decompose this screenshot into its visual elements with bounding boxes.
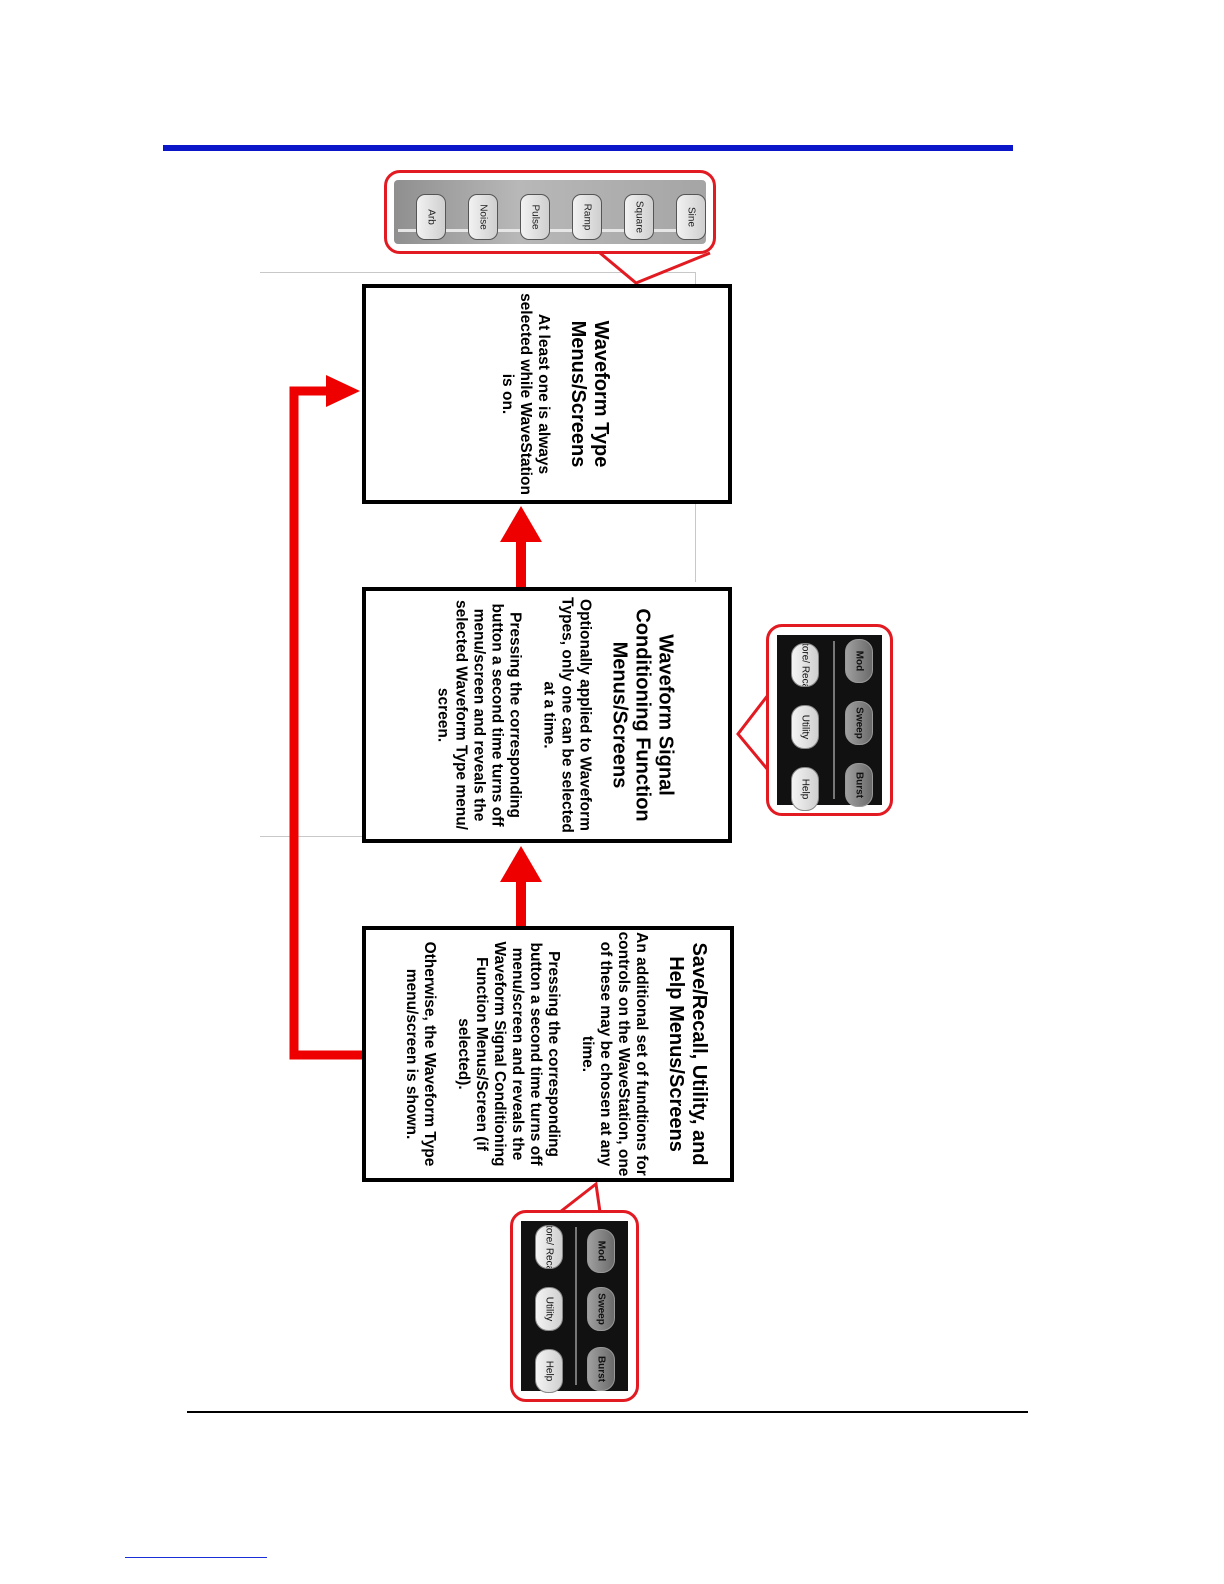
guide-line-bottom xyxy=(260,836,362,837)
sweep-button-2[interactable]: Sweep xyxy=(587,1287,615,1331)
sweep-button[interactable]: Sweep xyxy=(845,701,873,745)
burst-button-2[interactable]: Burst xyxy=(587,1347,615,1391)
arrow-head-lower xyxy=(500,846,542,882)
guide-line-top xyxy=(260,272,696,273)
waveform-button-ramp[interactable]: Ramp xyxy=(572,194,602,240)
save-panel-divider xyxy=(575,1227,577,1385)
footer-rule xyxy=(187,1411,1028,1413)
store-recall-button[interactable]: Store/ Recall xyxy=(791,643,819,687)
waveform-button-noise-label: Noise xyxy=(477,204,489,230)
utility-button-2[interactable]: Utility xyxy=(535,1287,563,1331)
sweep-button-2-label: Sweep xyxy=(595,1293,607,1325)
callout-tail-function xyxy=(736,694,770,771)
waveform-button-arb-label: Arb xyxy=(425,209,437,225)
box-waveform-type: Waveform Type Menus/Screens At least one… xyxy=(362,284,732,504)
callout-tail-save xyxy=(559,1181,602,1214)
waveform-button-pulse[interactable]: Pulse xyxy=(520,194,550,240)
burst-button[interactable]: Burst xyxy=(845,763,873,807)
function-panel-face: Mod Sweep Burst Store/ Recall Utility He… xyxy=(777,635,882,811)
store-recall-button-2[interactable]: Store/ Recall xyxy=(535,1225,563,1269)
box-save-recall-text-3: Otherwise, the Waveform Type menu/screen… xyxy=(403,941,438,1167)
save-panel-face: Mod Sweep Burst Store/ Recall Utility He… xyxy=(521,1221,628,1393)
callout-tail-waveform xyxy=(599,251,711,285)
box-signal-conditioning-title: Waveform Signal Conditioning Function Me… xyxy=(608,608,677,822)
box-signal-conditioning: Waveform Signal Conditioning Function Me… xyxy=(362,587,732,843)
header-rule xyxy=(163,145,1013,151)
help-button[interactable]: Help xyxy=(791,767,819,811)
save-recall-button-panel: Mod Sweep Burst Store/ Recall Utility He… xyxy=(510,1210,639,1402)
burst-button-label: Burst xyxy=(853,771,865,799)
mod-button-2-label: Mod xyxy=(595,1240,607,1262)
mod-button[interactable]: Mod xyxy=(845,639,873,683)
box-save-recall-text-1: An additional set of fundtions for contr… xyxy=(579,931,650,1177)
utility-button-2-label: Utility xyxy=(543,1296,555,1322)
return-arrow-line xyxy=(289,386,362,1060)
box-signal-conditioning-text-2: Pressing the corresponding button a seco… xyxy=(434,600,524,830)
arrow-shaft-lower xyxy=(516,880,526,926)
help-button-2-label: Help xyxy=(543,1360,555,1382)
box-signal-conditioning-text-1: Optionally applied to Waveform Types, on… xyxy=(540,597,594,833)
burst-button-2-label: Burst xyxy=(595,1355,607,1383)
waveform-button-ramp-label: Ramp xyxy=(581,203,593,231)
arrow-shaft-upper xyxy=(516,540,526,587)
return-arrow-head xyxy=(326,375,360,407)
waveform-button-square[interactable]: Square xyxy=(624,194,654,240)
waveform-button-square-label: Square xyxy=(633,200,645,234)
waveform-button-panel: Arb Noise Pulse Ramp Square Sine xyxy=(384,170,716,254)
arrow-head-upper xyxy=(500,506,542,542)
function-panel-divider xyxy=(833,641,835,799)
mod-button-2[interactable]: Mod xyxy=(587,1229,615,1273)
waveform-button-noise[interactable]: Noise xyxy=(468,194,498,240)
box-save-recall: Save/Recall, Utility, and Help Menus/Scr… xyxy=(362,926,734,1182)
box-save-recall-text-2: Pressing the corresponding button a seco… xyxy=(455,941,562,1167)
waveform-button-arb[interactable]: Arb xyxy=(416,194,446,240)
sweep-button-label: Sweep xyxy=(853,707,865,739)
function-button-panel: Mod Sweep Burst Store/ Recall Utility He… xyxy=(766,624,893,816)
utility-button-label: Utility xyxy=(799,714,811,740)
store-recall-button-2-label: Store/ Recall xyxy=(543,1225,555,1269)
waveform-button-pulse-label: Pulse xyxy=(529,204,541,230)
footer-link-underline xyxy=(125,1557,267,1558)
box-save-recall-title: Save/Recall, Utility, and Help Menus/Scr… xyxy=(665,942,710,1166)
waveform-panel-rail xyxy=(398,229,702,232)
store-recall-button-label: Store/ Recall xyxy=(799,643,811,687)
help-button-2[interactable]: Help xyxy=(535,1349,563,1393)
help-button-label: Help xyxy=(799,778,811,800)
utility-button[interactable]: Utility xyxy=(791,705,819,749)
box-waveform-type-title: Waveform Type Menus/Screens xyxy=(567,320,612,468)
box-waveform-type-text: At least one is always selected while Wa… xyxy=(499,293,552,495)
waveform-panel-face: Arb Noise Pulse Ramp Square Sine xyxy=(394,180,706,244)
waveform-button-sine[interactable]: Sine xyxy=(676,194,706,240)
mod-button-label: Mod xyxy=(853,650,865,672)
waveform-button-sine-label: Sine xyxy=(685,206,697,228)
